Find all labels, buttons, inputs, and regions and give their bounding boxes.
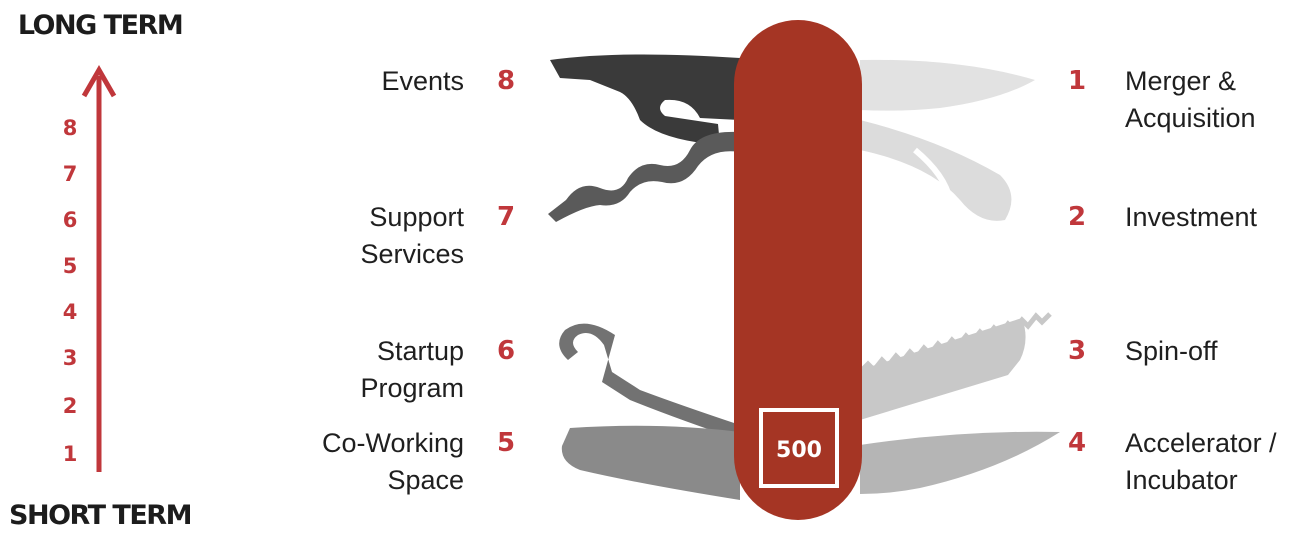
label-spin-off: Spin-off	[1125, 336, 1218, 366]
badge-text: 500	[776, 438, 822, 463]
bottle-opener-tool	[550, 54, 740, 145]
large-blade-tool	[561, 425, 740, 500]
saw-tool	[860, 318, 1026, 420]
number-accelerator-incubator: 4	[1068, 428, 1087, 458]
axis-number-8: 8	[62, 116, 78, 140]
axis-number-2: 2	[62, 394, 78, 418]
axis-number-7: 7	[62, 162, 78, 186]
time-axis-arrow	[81, 64, 117, 472]
label-investment: Investment	[1125, 202, 1258, 232]
badge-frame	[759, 408, 839, 488]
axis-number-6: 6	[62, 208, 78, 232]
axis-number-5: 5	[62, 254, 78, 278]
label-startup-program: Startup Program	[360, 336, 464, 403]
label-events: Events	[381, 66, 464, 96]
knife-handle	[734, 20, 862, 520]
number-support-services: 7	[497, 202, 516, 232]
label-support-services: Support Services	[360, 202, 464, 269]
long-blade-tool	[860, 431, 1060, 494]
number-events: 8	[497, 66, 516, 96]
label-accelerator-incubator: Accelerator / Incubator	[1125, 428, 1277, 495]
axis-number-1: 1	[62, 442, 78, 466]
small-blade-tool	[860, 59, 1035, 111]
axis-number-4: 4	[62, 300, 78, 324]
label-co-working-space: Co-Working Space	[321, 428, 464, 495]
number-investment: 2	[1068, 202, 1087, 232]
number-spin-off: 3	[1068, 336, 1087, 366]
axis-number-3: 3	[62, 346, 78, 370]
hook-tool	[559, 323, 740, 440]
number-merger-acquisition: 1	[1068, 66, 1087, 96]
long-term-label: LONG TERM	[17, 10, 184, 41]
short-term-label: SHORT TERM	[9, 500, 192, 531]
number-startup-program: 6	[497, 336, 516, 366]
corkscrew-tool	[548, 131, 740, 222]
label-merger-acquisition: Merger & Acquisition	[1125, 66, 1256, 133]
number-co-working-space: 5	[497, 428, 516, 458]
